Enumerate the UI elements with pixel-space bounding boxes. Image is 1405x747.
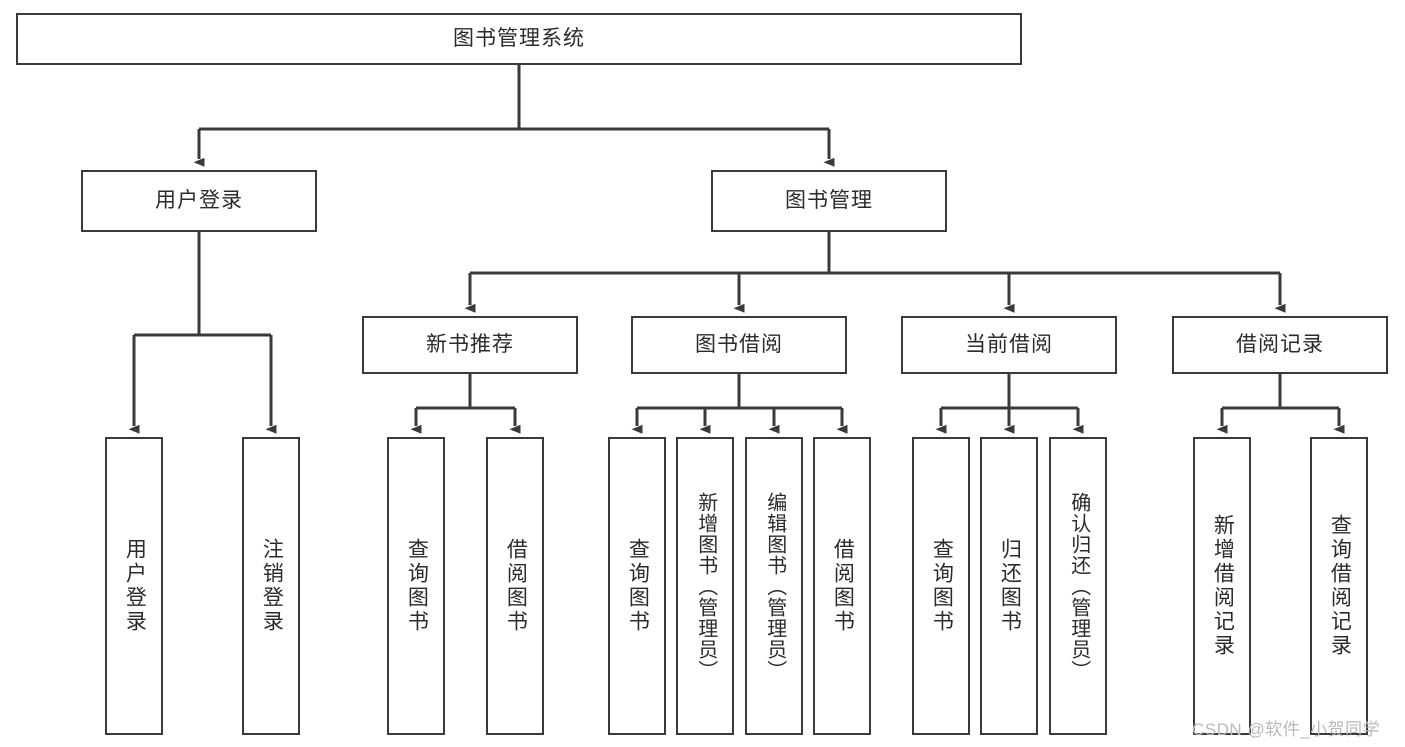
node-label: 图书借阅 (695, 333, 783, 357)
leaf-recommend-borrow-book[interactable]: 借阅图书 (486, 437, 544, 735)
node-label: 新增图书（管理员） (694, 491, 717, 681)
node-label: 新增借阅记录 (1211, 514, 1235, 658)
leaf-record-query-record[interactable]: 查询借阅记录 (1310, 437, 1368, 735)
leaf-user-login[interactable]: 用户登录 (105, 437, 163, 735)
csdn-watermark: CSDN @软件_小贺同学 (1192, 720, 1381, 739)
node-label: 编辑图书（管理员） (763, 491, 786, 681)
node-label: 当前借阅 (965, 333, 1053, 357)
node-label: 确认归还（管理员） (1067, 491, 1090, 681)
node-book-management[interactable]: 图书管理 (711, 170, 947, 232)
leaf-recommend-query-book[interactable]: 查询图书 (387, 437, 445, 735)
leaf-record-add-record[interactable]: 新增借阅记录 (1193, 437, 1251, 735)
leaf-current-return-book[interactable]: 归还图书 (980, 437, 1038, 735)
node-book-borrow[interactable]: 图书借阅 (631, 316, 847, 374)
node-label: 查询图书 (405, 538, 429, 634)
leaf-logout[interactable]: 注销登录 (242, 437, 300, 735)
node-label: 查询图书 (930, 538, 954, 634)
node-label: 图书管理 (785, 189, 873, 213)
leaf-borrow-edit-book-admin[interactable]: 编辑图书（管理员） (745, 437, 803, 735)
node-label: 借阅图书 (504, 538, 528, 634)
node-root-system[interactable]: 图书管理系统 (16, 13, 1022, 65)
node-current-borrow[interactable]: 当前借阅 (901, 316, 1117, 374)
leaf-borrow-add-book-admin[interactable]: 新增图书（管理员） (676, 437, 734, 735)
node-label: 用户登录 (123, 538, 147, 634)
leaf-borrow-borrow-book[interactable]: 借阅图书 (813, 437, 871, 735)
node-label: 归还图书 (998, 538, 1022, 634)
node-user-login[interactable]: 用户登录 (81, 170, 317, 232)
node-label: 借阅图书 (831, 538, 855, 634)
node-label: 查询借阅记录 (1328, 514, 1352, 658)
node-label: 注销登录 (260, 538, 284, 634)
node-label: 查询图书 (626, 538, 650, 634)
leaf-current-confirm-return-admin[interactable]: 确认归还（管理员） (1049, 437, 1107, 735)
node-new-book-recommend[interactable]: 新书推荐 (362, 316, 578, 374)
leaf-borrow-query-book[interactable]: 查询图书 (608, 437, 666, 735)
node-borrow-record[interactable]: 借阅记录 (1172, 316, 1388, 374)
node-label: 图书管理系统 (453, 27, 585, 51)
node-label: 新书推荐 (426, 333, 514, 357)
node-label: 用户登录 (155, 189, 243, 213)
node-label: 借阅记录 (1236, 333, 1324, 357)
leaf-current-query-book[interactable]: 查询图书 (912, 437, 970, 735)
